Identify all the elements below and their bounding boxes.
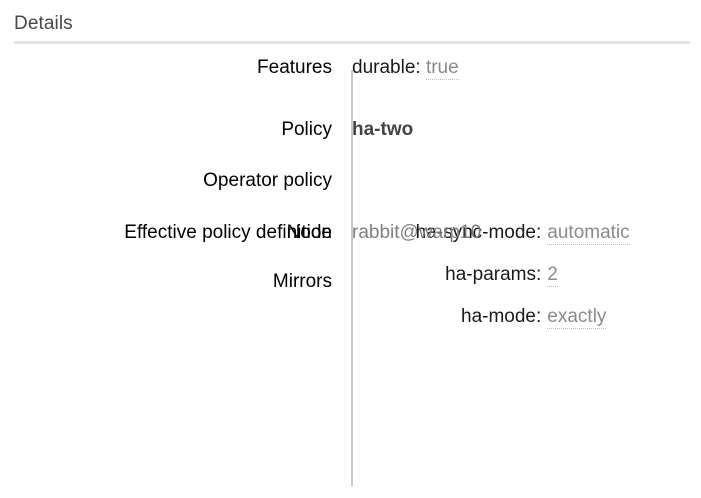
table-row-features: Features durable: true	[0, 56, 701, 118]
table-row-ha-mode: ha-mode : exactly	[352, 305, 701, 347]
row-value-features: durable: true	[332, 56, 701, 80]
details-table: Features durable: true Policy ha-two Ope…	[0, 56, 701, 329]
kv-value-wrap-ha-mode: exactly	[547, 305, 701, 329]
row-value-operator-policy	[332, 169, 701, 200]
row-label-policy: Policy	[281, 119, 332, 140]
row-label-operator-policy: Operator policy	[203, 170, 332, 191]
feature-colon-durable: :	[415, 57, 421, 78]
feature-key-durable: durable	[352, 57, 416, 78]
table-row-ha-sync-mode: ha-sync-mode : automatic	[352, 221, 701, 263]
kv-key-ha-params: ha-params	[445, 264, 536, 285]
kv-value-ha-params[interactable]: 2	[547, 264, 558, 287]
page-title: Details	[14, 13, 73, 34]
kv-value-wrap-ha-sync-mode: automatic	[547, 221, 701, 245]
policy-definition-kv-table: ha-sync-mode : automatic ha-params : 2	[352, 221, 701, 347]
row-label-effective-policy-definition: Effective policy definition	[124, 222, 332, 243]
table-row-policy: Policy ha-two	[0, 118, 701, 169]
policy-name-link[interactable]: ha-two	[352, 119, 414, 140]
row-value-mirrors	[332, 270, 701, 301]
title-divider-rule	[14, 41, 690, 44]
table-row-node: Node rabbit@warp10	[0, 221, 701, 270]
row-value-node: rabbit@warp10	[332, 221, 701, 245]
kv-key-ha-sync-mode: ha-sync-mode	[415, 222, 536, 243]
kv-value-ha-mode[interactable]: exactly	[547, 306, 607, 329]
row-value-policy: ha-two	[332, 118, 701, 142]
row-label-mirrors: Mirrors	[272, 271, 332, 292]
table-row-ha-params: ha-params : 2	[352, 263, 701, 305]
row-label-features: Features	[257, 57, 332, 78]
kv-colon-ha-params: :	[536, 264, 542, 285]
kv-colon-ha-mode: :	[536, 306, 542, 327]
column-divider	[351, 70, 353, 486]
row-value-effective-policy-definition: ha-sync-mode : automatic ha-params : 2	[332, 221, 701, 347]
kv-value-wrap-ha-params: 2	[547, 263, 701, 287]
kv-colon-ha-sync-mode: :	[536, 222, 542, 243]
node-name-value[interactable]: rabbit@warp10	[352, 222, 482, 243]
feature-value-durable[interactable]: true	[425, 57, 459, 80]
table-row-mirrors: Mirrors	[0, 270, 701, 294]
table-row-operator-policy: Operator policy	[0, 169, 701, 221]
row-label-node: Node	[286, 222, 332, 243]
kv-value-ha-sync-mode[interactable]: automatic	[547, 222, 630, 245]
kv-key-ha-mode: ha-mode	[461, 306, 536, 327]
